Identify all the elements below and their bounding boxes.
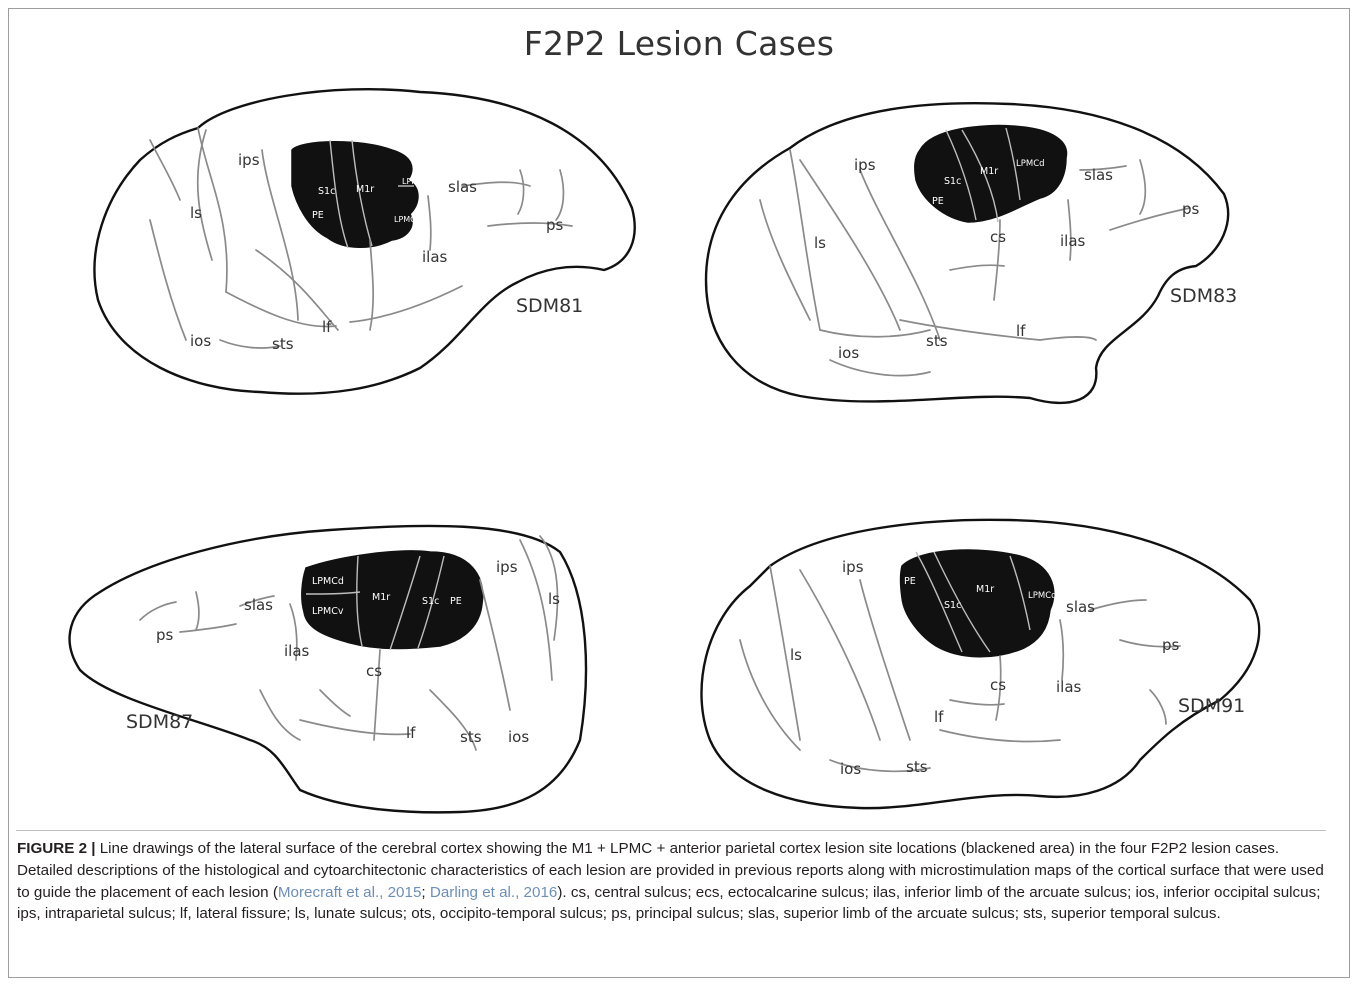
lesion-label-lpmcd: LPMCd [1016,159,1045,169]
lesion-label-pe: PE [904,576,916,587]
label-ilas: ilas [1056,678,1082,696]
label-sts: sts [272,335,294,353]
label-ilas: ilas [1060,232,1086,250]
label-ls: ls [790,646,802,664]
label-cs: cs [990,228,1006,246]
label-ips: ips [496,558,518,576]
case-label-sdm87: SDM87 [126,711,193,733]
label-sts: sts [460,728,482,746]
brain-sdm81: ips ls ios sts lf ilas slas ps PE S1c M1… [94,89,634,394]
case-label-sdm81: SDM81 [516,295,583,317]
case-label-sdm91: SDM91 [1178,695,1245,717]
label-lf: lf [406,724,416,742]
label-ps: ps [546,216,564,234]
label-lf: lf [934,708,944,726]
label-ps: ps [1162,636,1180,654]
lesion-label-lpmcd: LPMCd [402,177,429,186]
label-ps: ps [1182,200,1200,218]
label-ips: ips [842,558,864,576]
label-slas: slas [1084,166,1113,184]
lesion-label-m1r: M1r [976,584,994,595]
brain-sdm83: ips ls ios sts lf cs ilas slas ps PE S1c… [706,103,1237,403]
label-slas: slas [244,596,273,614]
brain-sdm87: ps slas ilas cs lf sts ios ips ls LPMCd … [70,526,586,812]
label-ios: ios [838,344,859,362]
lesion-label-pe: PE [450,596,462,607]
label-slas: slas [1066,598,1095,616]
label-ips: ips [854,156,876,174]
figure-caption: FIGURE 2 | Line drawings of the lateral … [17,838,1335,925]
lesion-label-s1c: S1c [944,600,961,611]
label-ls: ls [190,204,202,222]
label-ios: ios [508,728,529,746]
label-ls: ls [548,590,560,608]
caption-label: FIGURE 2 | [17,840,96,857]
lesion-label-s1c: S1c [318,186,335,197]
brain-sdm91: ips ls ios sts lf cs ilas slas ps PE S1c… [701,520,1259,808]
lesion-label-lpmcv: LPMCv [312,606,344,617]
label-ios: ios [840,760,861,778]
label-ls: ls [814,234,826,252]
label-sts: sts [906,758,928,776]
lesion-label-pe: PE [932,196,944,207]
label-ilas: ilas [422,248,448,266]
citation-link-morecraft[interactable]: Morecraft et al., 2015 [278,884,422,901]
label-ips: ips [238,151,260,169]
case-label-sdm83: SDM83 [1170,285,1237,307]
lesion-label-m1r: M1r [356,184,374,195]
lesion-label-m1r: M1r [372,592,390,603]
label-lf: lf [1016,322,1026,340]
label-sts: sts [926,332,948,350]
citation-link-darling[interactable]: Darling et al., 2016 [430,884,558,901]
label-cs: cs [990,676,1006,694]
caption-divider [16,830,1326,831]
label-ps: ps [156,626,174,644]
label-ilas: ilas [284,642,310,660]
label-lf: lf [322,318,332,336]
lesion-label-pe: PE [312,210,324,221]
caption-separator: ; [421,884,429,901]
label-ios: ios [190,332,211,350]
lesion-label-s1c: S1c [422,596,439,607]
lesion-label-m1r: M1r [980,166,998,177]
lesion-label-s1c: S1c [944,176,961,187]
lesion-label-lpmcd: LPMCd [1028,591,1057,601]
label-slas: slas [448,178,477,196]
brain-drawings: ips ls ios sts lf ilas slas ps PE S1c M1… [0,0,1358,830]
label-cs: cs [366,662,382,680]
lesion-label-lpmcd: LPMCd [312,576,344,587]
lesion-label-lpmcv: LPMCv [394,215,421,224]
